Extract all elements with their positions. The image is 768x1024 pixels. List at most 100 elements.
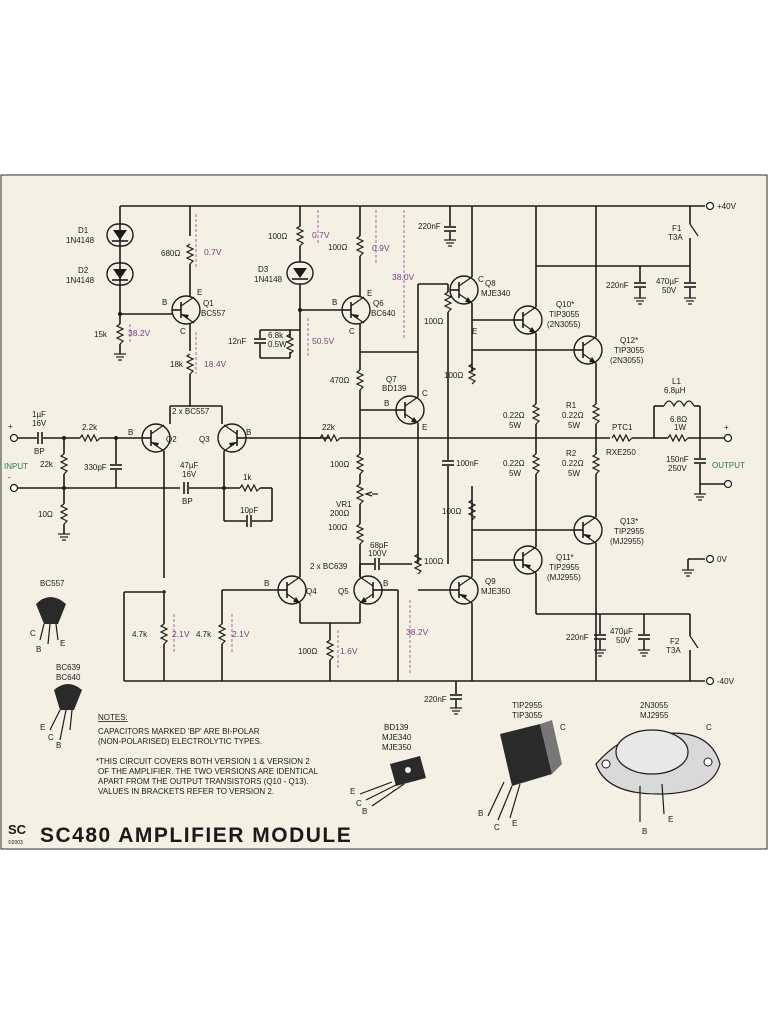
svg-text:-: - [8, 473, 11, 482]
svg-text:VR1: VR1 [336, 500, 352, 509]
svg-text:(NON-POLARISED) ELECTROLYTIC T: (NON-POLARISED) ELECTROLYTIC TYPES. [98, 737, 262, 746]
svg-text:MJE350: MJE350 [382, 743, 412, 752]
schematic-diagram: +40V -40V 0V D1 1N4148 D2 1N4148 15k [0, 174, 768, 850]
svg-text:1W: 1W [674, 423, 686, 432]
svg-text:200Ω: 200Ω [330, 509, 349, 518]
svg-text:B: B [383, 579, 388, 588]
svg-text:150nF: 150nF [666, 455, 689, 464]
transistor-pair-q4-q5: 2 x BC639 Q4 Q5 B B 100Ω 4.7k 4.7k 68pF … [132, 438, 412, 681]
svg-text:4.7k: 4.7k [196, 630, 212, 639]
d1-label: D1 [78, 226, 89, 235]
svg-text:6.8Ω: 6.8Ω [670, 415, 687, 424]
q12-ref: Q12* [620, 336, 638, 345]
svg-text:10Ω: 10Ω [38, 510, 53, 519]
svg-text:APART FROM THE OUTPUT TRANSIST: APART FROM THE OUTPUT TRANSISTORS (Q10 -… [98, 777, 309, 786]
input-ground-terminal [9, 483, 19, 493]
svg-text:C: C [706, 723, 712, 732]
svg-text:330pF: 330pF [84, 463, 107, 472]
svg-text:16V: 16V [32, 419, 47, 428]
q6-ref: Q6 [373, 299, 384, 308]
svg-text:0.22Ω: 0.22Ω [562, 411, 584, 420]
svg-text:(2N3055): (2N3055) [547, 320, 581, 329]
svg-text:TIP2955: TIP2955 [549, 563, 580, 572]
bias-transistor-q7: Q7 BD139 B C E 100Ω 100nF 100Ω [360, 283, 479, 575]
svg-text:100Ω: 100Ω [424, 557, 443, 566]
svg-text:220nF: 220nF [418, 222, 441, 231]
svg-text:VALUES IN BRACKETS REFER TO VE: VALUES IN BRACKETS REFER TO VERSION 2. [98, 787, 274, 796]
svg-text:470µF: 470µF [610, 627, 633, 636]
q1-type: BC557 [201, 309, 226, 318]
svg-text:100Ω: 100Ω [444, 371, 463, 380]
q8-ref: Q8 [485, 279, 496, 288]
svg-text:E: E [512, 819, 517, 828]
page-title: SC480 AMPLIFIER MODULE [40, 824, 352, 847]
svg-text:100Ω: 100Ω [298, 647, 317, 656]
svg-text:TIP3055: TIP3055 [614, 346, 645, 355]
svg-text:0.5W: 0.5W [268, 340, 287, 349]
svg-text:C: C [422, 389, 428, 398]
voltage-annotations: 0.7V 0.7V 0.9V 38.2V 18.4V 50.5V 38.0V 2… [128, 210, 429, 674]
svg-text:MJ2955: MJ2955 [640, 711, 669, 720]
output-q13: Q13* TIP2955 (MJ2955) R2 0.22Ω 5W [472, 438, 645, 681]
svg-text:B: B [332, 298, 337, 307]
svg-text:100V: 100V [368, 549, 387, 558]
driver-q8: C Q8 MJE340 E 100Ω [444, 206, 511, 385]
svg-text:R1: R1 [566, 401, 577, 410]
svg-text:PTC1: PTC1 [612, 423, 633, 432]
svg-text:220nF: 220nF [566, 633, 589, 642]
svg-text:50V: 50V [616, 636, 631, 645]
svg-text:18.4V: 18.4V [204, 359, 227, 369]
input-network: + - INPUT 1µF 16V BP 2.2k 22k 330pF 10Ω [4, 410, 180, 541]
package-bc557: BC557 C B E [30, 579, 66, 654]
svg-text:C: C [180, 327, 186, 336]
svg-text:E: E [367, 289, 372, 298]
svg-text:R2: R2 [566, 449, 577, 458]
svg-text:38.2V: 38.2V [128, 328, 151, 338]
svg-text:D3: D3 [258, 265, 269, 274]
svg-text:CAPACITORS MARKED 'BP' ARE BI-: CAPACITORS MARKED 'BP' ARE BI-POLAR [98, 727, 260, 736]
q10-ref: Q10* [556, 300, 574, 309]
svg-text:68pF: 68pF [370, 541, 388, 550]
notes-block: NOTES: CAPACITORS MARKED 'BP' ARE BI-POL… [96, 713, 319, 796]
svg-text:50.5V: 50.5V [312, 336, 335, 346]
svg-text:5W: 5W [568, 421, 580, 430]
output-terminal [723, 433, 733, 443]
svg-text:C: C [478, 275, 484, 284]
svg-text:B: B [246, 428, 251, 437]
copyright: ©2003 [8, 839, 23, 846]
svg-text:2.2k: 2.2k [82, 423, 98, 432]
svg-text:100Ω: 100Ω [268, 232, 287, 241]
svg-text:2.1V: 2.1V [172, 629, 190, 639]
d2-label: D2 [78, 266, 89, 275]
svg-text:C: C [30, 629, 36, 638]
svg-text:100Ω: 100Ω [442, 507, 461, 516]
q45-type: 2 x BC639 [310, 562, 348, 571]
svg-text:38.0V: 38.0V [392, 272, 415, 282]
svg-text:1µF: 1µF [32, 410, 46, 419]
sheet-border [0, 174, 768, 850]
svg-text:1N4148: 1N4148 [254, 275, 283, 284]
d2-type: 1N4148 [66, 276, 95, 285]
svg-text:0.7V: 0.7V [312, 230, 330, 240]
svg-text:B: B [36, 645, 41, 654]
svg-text:B: B [642, 827, 647, 836]
output-q11: Q11* TIP2955 (MJ2955) 0.22Ω 5W [472, 438, 596, 615]
output-q12: Q12* TIP3055 (2N3055) R1 0.22Ω 5W [472, 206, 645, 438]
svg-text:6.8µH: 6.8µH [664, 386, 686, 395]
svg-text:100nF: 100nF [456, 459, 479, 468]
svg-text:50V: 50V [662, 286, 677, 295]
svg-text:T3A: T3A [666, 646, 681, 655]
svg-text:100Ω: 100Ω [328, 243, 347, 252]
svg-text:B: B [56, 741, 61, 750]
svg-text:250V: 250V [668, 464, 687, 473]
negative-rail: -40V [123, 591, 735, 686]
svg-text:1.6V: 1.6V [340, 646, 358, 656]
svg-text:22k: 22k [40, 460, 54, 469]
d1-type: 1N4148 [66, 236, 95, 245]
q4-ref: Q4 [306, 587, 317, 596]
svg-text:+: + [8, 422, 13, 431]
svg-text:TIP2955: TIP2955 [614, 527, 645, 536]
svg-text:C: C [48, 733, 54, 742]
svg-text:0.9V: 0.9V [372, 243, 390, 253]
svg-text:E: E [668, 815, 673, 824]
